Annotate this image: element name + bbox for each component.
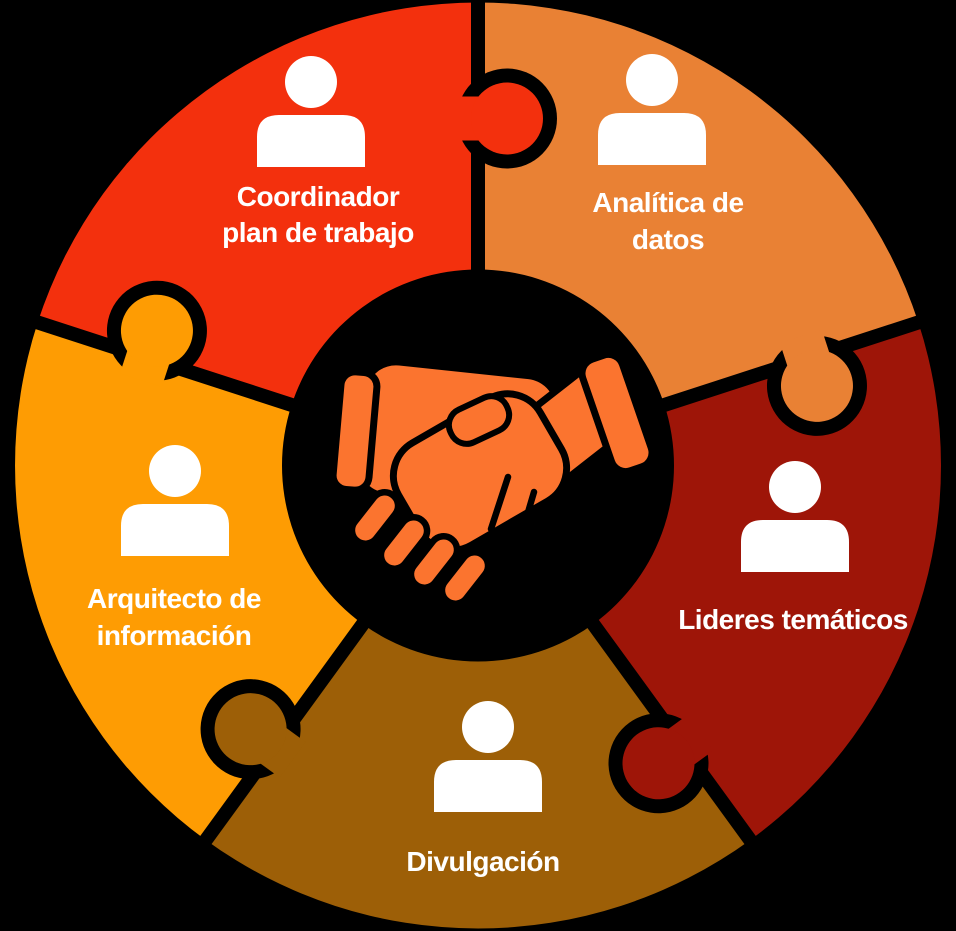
handshake-fist-fingers <box>348 489 492 607</box>
handshake-icon <box>329 350 656 607</box>
label-analitica-line2: datos <box>632 224 704 255</box>
label-coordinador-line2: plan de trabajo <box>222 217 414 248</box>
knob-arquitecto <box>119 294 193 387</box>
knob-analitica <box>779 329 853 422</box>
label-analitica-line1: Analítica de <box>592 187 743 218</box>
puzzle-knobs <box>119 82 853 800</box>
piece-labels: Coordinador plan de trabajo Analítica de… <box>87 181 908 877</box>
knob-lideres <box>622 714 714 800</box>
label-arquitecto-line1: Arquitecto de <box>87 583 261 614</box>
knob-divulgacion <box>214 693 306 778</box>
person-icon <box>434 701 542 812</box>
label-divulgacion: Divulgación <box>406 846 559 877</box>
person-icons <box>121 54 849 812</box>
label-lideres: Lideres temáticos <box>678 604 908 635</box>
handshake-left-cuff <box>329 368 381 494</box>
person-icon <box>598 54 706 165</box>
knob-coordinador <box>455 82 543 155</box>
person-icon <box>121 445 229 556</box>
label-arquitecto-line2: información <box>97 620 252 651</box>
label-coordinador-line1: Coordinador <box>237 181 400 212</box>
handshake-thumb <box>445 393 513 447</box>
person-icon <box>257 56 365 167</box>
puzzle-piece-analitica <box>478 2 919 405</box>
puzzle-piece-lideres <box>593 322 941 841</box>
handshake-finger-lines <box>487 473 562 560</box>
person-icon <box>741 461 849 572</box>
handshake-right-cuff <box>578 350 656 476</box>
